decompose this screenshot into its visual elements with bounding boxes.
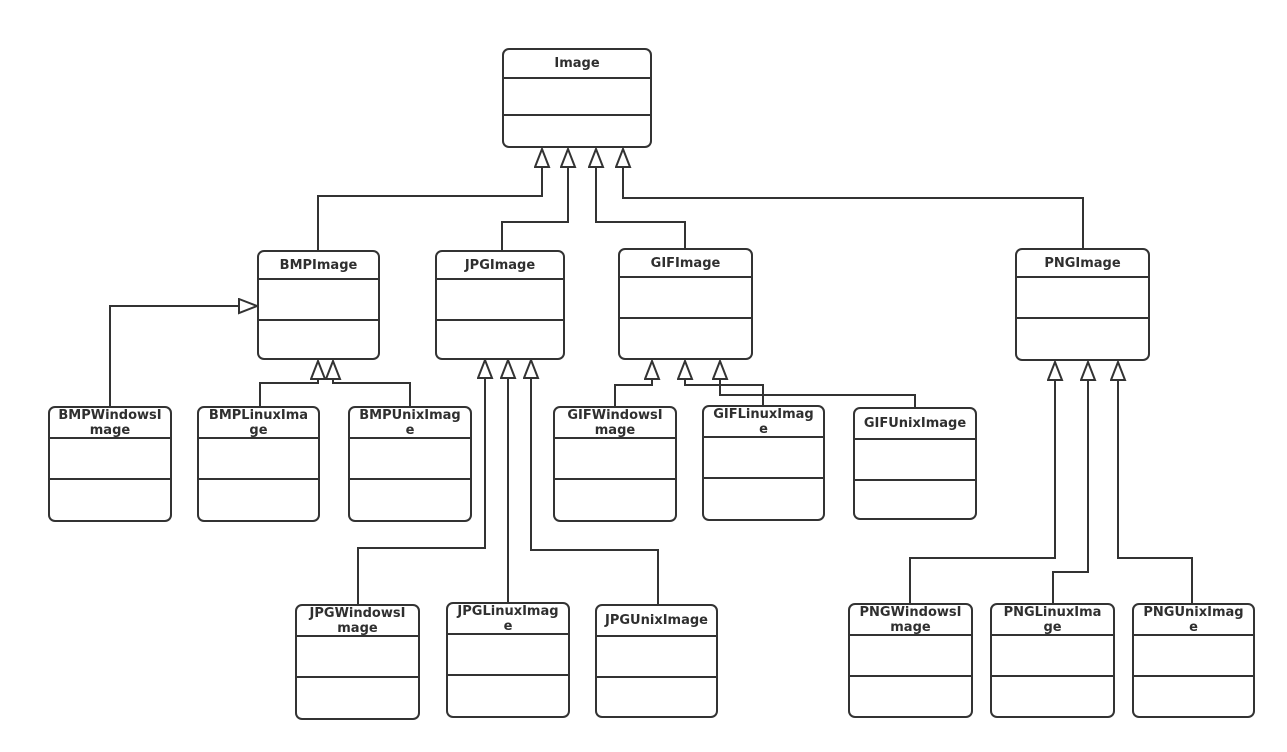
class-node-PNGImage: PNGImage xyxy=(1015,248,1150,361)
class-attributes-compartment xyxy=(504,79,650,116)
class-attributes-compartment xyxy=(199,439,318,480)
class-operations-compartment xyxy=(855,481,975,518)
class-node-BMPUnixImage: BMPUnixImag e xyxy=(348,406,472,522)
class-attributes-compartment xyxy=(350,439,470,480)
class-title: JPGLinuxImag e xyxy=(448,604,568,635)
class-operations-compartment xyxy=(297,678,418,718)
class-operations-compartment xyxy=(50,480,170,520)
class-attributes-compartment xyxy=(437,280,563,321)
class-node-JPGUnixImage: JPGUnixImage xyxy=(595,604,718,718)
class-operations-compartment xyxy=(437,321,563,358)
class-attributes-compartment xyxy=(992,636,1113,677)
edge-PNGLinuxImage-to-PNGImage xyxy=(1052,380,1088,603)
class-attributes-compartment xyxy=(1017,278,1148,319)
edge-GIFImage-to-Image xyxy=(596,167,686,248)
class-operations-compartment xyxy=(850,677,971,716)
class-operations-compartment xyxy=(704,479,823,519)
class-operations-compartment xyxy=(555,480,675,520)
class-node-GIFUnixImage: GIFUnixImage xyxy=(853,407,977,520)
edge-PNGWindowsImage-to-PNGImage xyxy=(909,380,1055,603)
class-title: BMPWindowsI mage xyxy=(50,408,170,439)
class-node-GIFImage: GIFImage xyxy=(618,248,753,360)
class-node-BMPWindowsImage: BMPWindowsI mage xyxy=(48,406,172,522)
class-operations-compartment xyxy=(620,319,751,358)
class-attributes-compartment xyxy=(850,636,971,677)
edge-GIFLinuxImage-to-GIFImage xyxy=(685,379,764,405)
class-title: JPGUnixImage xyxy=(597,606,716,637)
class-attributes-compartment xyxy=(704,438,823,479)
class-node-Image: Image xyxy=(502,48,652,148)
class-title: GIFLinuxImag e xyxy=(704,407,823,438)
class-node-BMPImage: BMPImage xyxy=(257,250,380,360)
class-title: BMPLinuxIma ge xyxy=(199,408,318,439)
edge-JPGImage-to-Image xyxy=(501,167,568,250)
edge-PNGImage-to-Image xyxy=(623,167,1084,248)
class-operations-compartment xyxy=(259,321,378,358)
class-operations-compartment xyxy=(448,676,568,716)
class-attributes-compartment xyxy=(620,278,751,319)
edge-JPGWindowsImage-to-JPGImage xyxy=(357,378,485,604)
class-node-PNGWindowsImage: PNGWindowsI mage xyxy=(848,603,973,718)
class-node-BMPLinuxImage: BMPLinuxIma ge xyxy=(197,406,320,522)
class-title: Image xyxy=(504,50,650,79)
class-attributes-compartment xyxy=(1134,636,1253,677)
class-title: GIFImage xyxy=(620,250,751,278)
class-title: JPGWindowsI mage xyxy=(297,606,418,637)
class-operations-compartment xyxy=(504,116,650,146)
class-operations-compartment xyxy=(199,480,318,520)
class-attributes-compartment xyxy=(448,635,568,676)
edge-BMPImage-to-Image xyxy=(317,167,542,250)
class-attributes-compartment xyxy=(50,439,170,480)
class-attributes-compartment xyxy=(297,637,418,678)
class-operations-compartment xyxy=(1017,319,1148,359)
edge-BMPUnixImage-to-BMPImage xyxy=(333,379,411,406)
edge-BMPWindowsImage-to-BMPImage xyxy=(109,306,239,406)
class-title: PNGWindowsI mage xyxy=(850,605,971,636)
class-title: GIFUnixImage xyxy=(855,409,975,440)
class-title: JPGImage xyxy=(437,252,563,280)
class-attributes-compartment xyxy=(259,280,378,321)
class-node-GIFLinuxImage: GIFLinuxImag e xyxy=(702,405,825,521)
class-node-JPGLinuxImage: JPGLinuxImag e xyxy=(446,602,570,718)
class-title: BMPUnixImag e xyxy=(350,408,470,439)
class-title: PNGLinuxIma ge xyxy=(992,605,1113,636)
class-attributes-compartment xyxy=(597,637,716,678)
edge-JPGUnixImage-to-JPGImage xyxy=(531,378,659,604)
class-attributes-compartment xyxy=(555,439,675,480)
class-node-PNGLinuxImage: PNGLinuxIma ge xyxy=(990,603,1115,718)
edge-GIFWindowsImage-to-GIFImage xyxy=(614,379,652,406)
class-operations-compartment xyxy=(597,678,716,716)
class-attributes-compartment xyxy=(855,440,975,481)
class-operations-compartment xyxy=(1134,677,1253,716)
edge-PNGUnixImage-to-PNGImage xyxy=(1118,380,1193,603)
class-node-GIFWindowsImage: GIFWindowsI mage xyxy=(553,406,677,522)
class-title: GIFWindowsI mage xyxy=(555,408,675,439)
class-title: PNGImage xyxy=(1017,250,1148,278)
class-operations-compartment xyxy=(350,480,470,520)
class-node-PNGUnixImage: PNGUnixImag e xyxy=(1132,603,1255,718)
edge-GIFUnixImage-to-GIFImage xyxy=(720,379,916,407)
edge-BMPLinuxImage-to-BMPImage xyxy=(259,379,318,406)
class-title: BMPImage xyxy=(259,252,378,280)
class-node-JPGImage: JPGImage xyxy=(435,250,565,360)
class-operations-compartment xyxy=(992,677,1113,716)
class-title: PNGUnixImag e xyxy=(1134,605,1253,636)
class-node-JPGWindowsImage: JPGWindowsI mage xyxy=(295,604,420,720)
